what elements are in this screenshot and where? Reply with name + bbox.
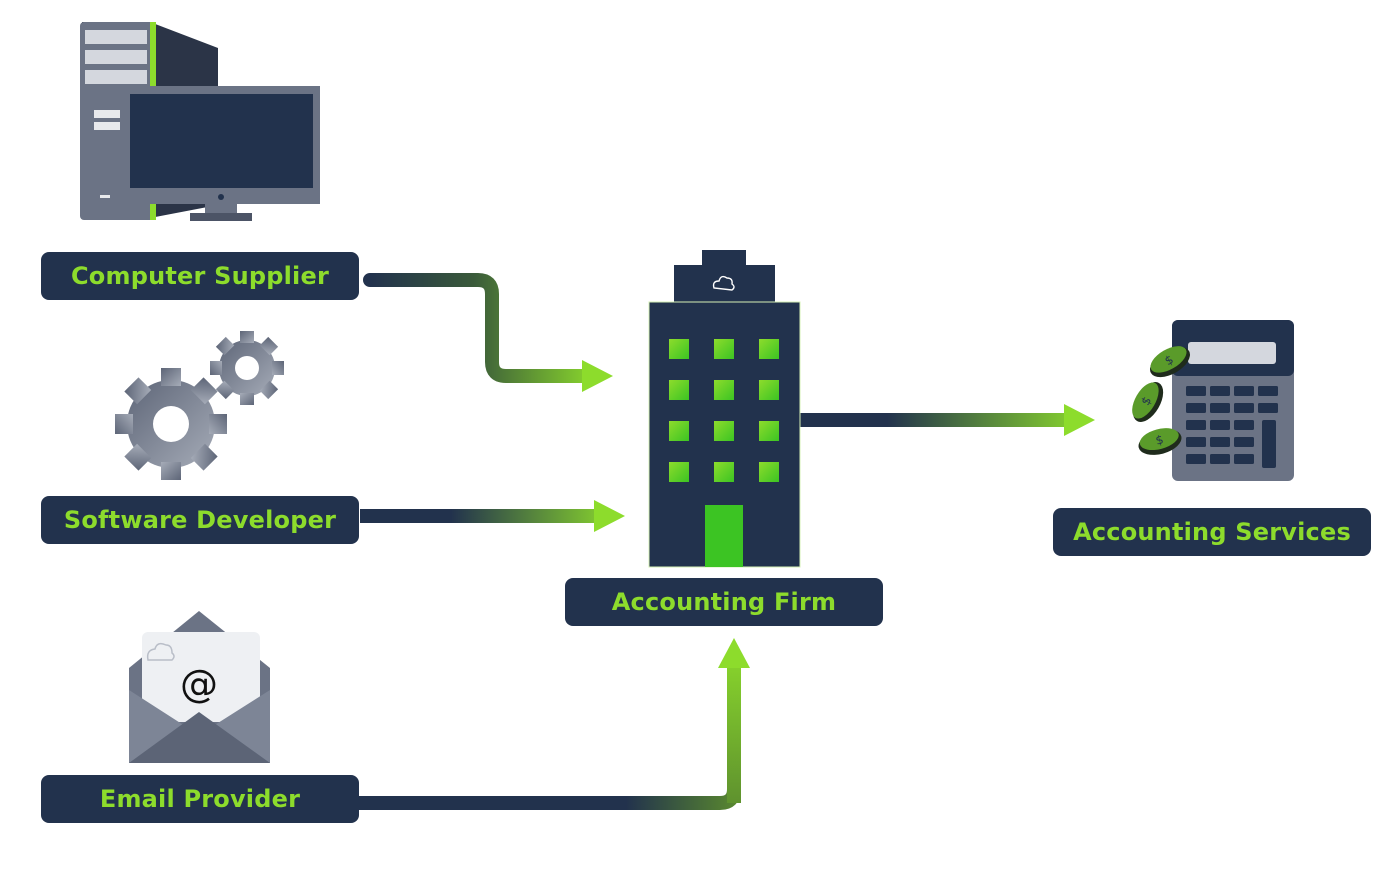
- calculator-key: [1234, 437, 1254, 447]
- calculator-key: [1186, 386, 1206, 396]
- calculator-key: [1210, 437, 1230, 447]
- building-window: [759, 421, 779, 441]
- calculator-key: [1210, 403, 1230, 413]
- building-window: [669, 380, 689, 400]
- building-window: [759, 380, 779, 400]
- building-window: [714, 421, 734, 441]
- calculator-key: [1210, 386, 1230, 396]
- building-window: [669, 339, 689, 359]
- calculator-icon: [1172, 320, 1294, 481]
- node-label: Computer Supplier: [70, 262, 329, 290]
- svg-text:$: $: [1154, 432, 1165, 448]
- cloud-logo-icon: [146, 642, 175, 661]
- node-label: Accounting Services: [1073, 518, 1351, 546]
- gears-icon: [115, 331, 284, 480]
- node-software-developer: Software Developer: [41, 496, 359, 544]
- calculator-key: [1234, 386, 1254, 396]
- node-label: Email Provider: [99, 785, 301, 813]
- node-label: Software Developer: [63, 506, 337, 534]
- calculator-key: [1234, 403, 1254, 413]
- calculator-keys: [1186, 386, 1278, 464]
- calculator-key: [1234, 420, 1254, 430]
- calculator-key: [1210, 420, 1230, 430]
- node-email-provider: Email Provider: [41, 775, 359, 823]
- calculator-key: [1210, 454, 1230, 464]
- building-door: [705, 505, 743, 567]
- building-window: [714, 462, 734, 482]
- calculator-key: [1186, 454, 1206, 464]
- email-at-symbol: @: [180, 662, 218, 706]
- calculator-key: [1234, 454, 1254, 464]
- node-accounting-firm: Accounting Firm: [565, 578, 883, 626]
- connector-software-to-firm: [360, 500, 625, 532]
- building-window: [759, 339, 779, 359]
- node-label: Accounting Firm: [611, 588, 837, 616]
- coins-icon: $ $ $: [1132, 346, 1190, 455]
- calculator-key: [1186, 420, 1206, 430]
- calculator-key: [1186, 403, 1206, 413]
- connector-email-to-firm: [358, 638, 750, 810]
- computer-icon: [80, 22, 320, 221]
- building-window: [714, 380, 734, 400]
- connector-computer-to-firm: [363, 273, 613, 392]
- building-windows: [669, 339, 779, 482]
- building-window: [669, 462, 689, 482]
- calculator-key: [1186, 437, 1206, 447]
- calculator-key: [1258, 386, 1278, 396]
- calculator-key: [1258, 403, 1278, 413]
- connector-firm-to-services: [800, 404, 1095, 436]
- envelope-icon: @: [129, 611, 270, 763]
- building-window: [669, 421, 689, 441]
- building-window: [714, 339, 734, 359]
- cloud-logo-icon: [712, 275, 735, 291]
- node-computer-supplier: Computer Supplier: [41, 252, 359, 300]
- node-accounting-services: Accounting Services: [1053, 508, 1371, 556]
- building-window: [759, 462, 779, 482]
